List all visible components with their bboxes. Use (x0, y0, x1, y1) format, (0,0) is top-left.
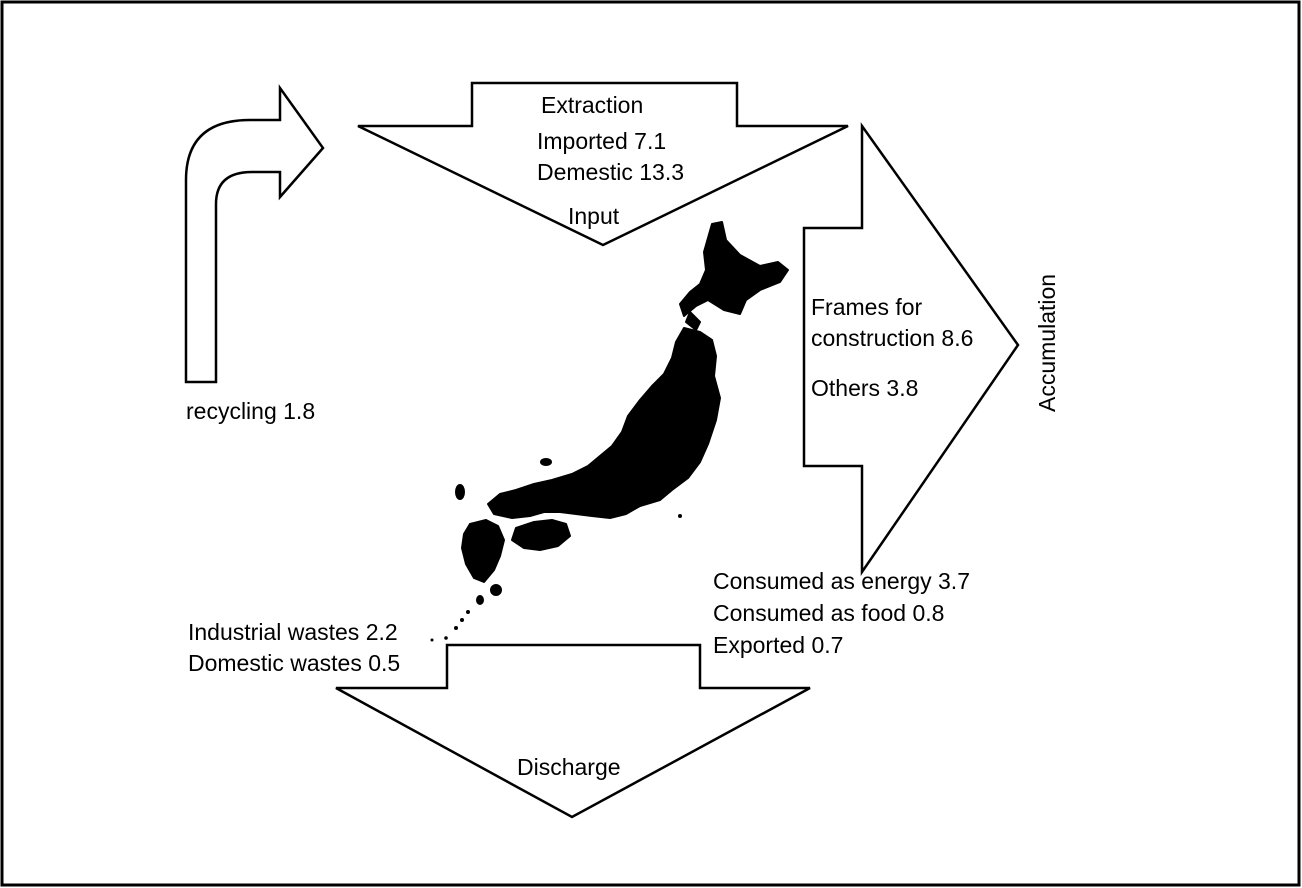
input-arrow: Extraction Imported 7.1 Demestic 13.3 In… (357, 81, 849, 247)
extraction-label: Extraction (541, 92, 643, 118)
frames-label-line1: Frames for (811, 294, 923, 320)
kyushu-landmass (461, 519, 505, 583)
frames-label-line2: construction 8.6 (811, 325, 973, 351)
discharge-arrow-shape (335, 643, 811, 819)
discharge-arrow: Discharge Industrial wastes 2.2 Domestic… (188, 568, 970, 819)
others-label: Others 3.8 (811, 375, 918, 401)
discharge-title: Discharge (517, 754, 621, 780)
accumulation-arrow-shape (802, 122, 1020, 577)
japan-map-icon (430, 221, 789, 642)
consumed-food-label: Consumed as food 0.8 (713, 600, 944, 626)
recycling-arrow-shape (184, 84, 325, 384)
accumulation-title: Accumulation (1034, 274, 1060, 412)
input-arrow-shape (357, 81, 849, 247)
domestic-extraction-label: Demestic 13.3 (537, 159, 684, 185)
recycling-arrow: recycling 1.8 (184, 84, 325, 424)
honshu-landmass (487, 327, 721, 519)
consumed-energy-label: Consumed as energy 3.7 (713, 568, 970, 594)
recycling-label: recycling 1.8 (186, 398, 315, 424)
industrial-wastes-label: Industrial wastes 2.2 (188, 619, 398, 645)
shikoku-landmass (511, 519, 571, 551)
exported-label: Exported 0.7 (713, 632, 843, 658)
imported-label: Imported 7.1 (537, 128, 666, 154)
domestic-wastes-label: Domestic wastes 0.5 (188, 650, 400, 676)
hokkaido-landmass (679, 221, 789, 317)
input-label: Input (568, 203, 620, 229)
accumulation-arrow: Frames for construction 8.6 Others 3.8 A… (802, 122, 1060, 577)
